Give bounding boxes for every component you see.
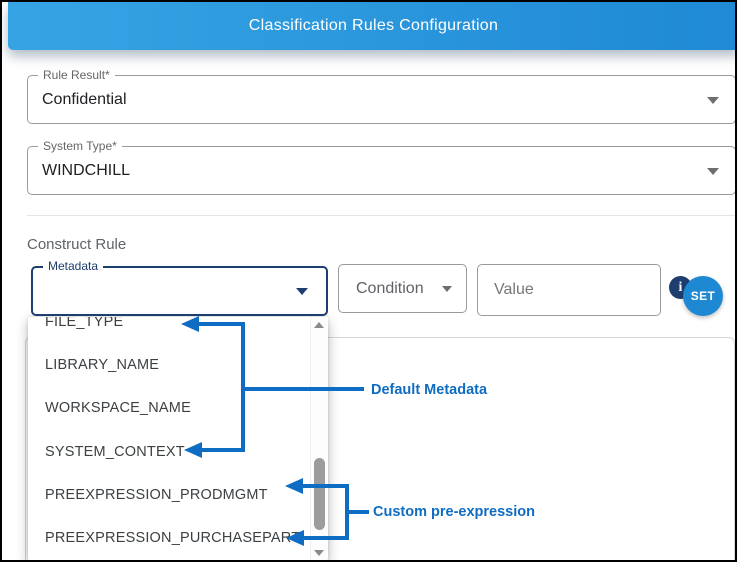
set-button-label: SET: [690, 289, 716, 303]
dropdown-option[interactable]: PREEXPRESSION_PRODMGMT: [45, 486, 268, 503]
dropdown-option[interactable]: PREEXPRESSION_PURCHASEPART: [45, 530, 301, 547]
default-metadata-annotation: Default Metadata: [371, 382, 488, 398]
dialog-title: Classification Rules Configuration: [248, 17, 499, 34]
system-type-label: System Type*: [38, 139, 122, 153]
custom-pre-expression-annotation: Custom pre-expression: [373, 504, 535, 520]
info-glyph: i: [678, 279, 683, 295]
metadata-label: Metadata: [43, 259, 104, 273]
chevron-down-icon[interactable]: [296, 288, 308, 295]
metadata-select[interactable]: Metadata: [31, 259, 328, 316]
dropdown-option[interactable]: SYSTEM_CONTEXT: [45, 443, 185, 460]
scroll-down-icon[interactable]: [314, 550, 324, 556]
system-type-value: WINDCHILL: [42, 161, 131, 179]
chevron-down-icon[interactable]: [707, 167, 719, 175]
scrollbar-thumb[interactable]: [314, 458, 325, 530]
scroll-up-icon[interactable]: [314, 322, 324, 328]
system-type-select[interactable]: System Type* WINDCHILL: [27, 139, 735, 195]
metadata-dropdown-panel: FILE_TYPE LIBRARY_NAME WORKSPACE_NAME SYSTE…: [28, 317, 328, 560]
dropdown-option[interactable]: FILE_TYPE: [45, 317, 124, 330]
metadata-options-list: FILE_TYPE LIBRARY_NAME WORKSPACE_NAME SYSTE…: [28, 317, 328, 560]
chevron-down-icon[interactable]: [442, 285, 452, 292]
section-divider: [27, 215, 735, 216]
dropdown-option[interactable]: WORKSPACE_NAME: [45, 400, 191, 417]
set-button[interactable]: SET: [683, 276, 723, 316]
value-input[interactable]: [478, 265, 660, 315]
construct-rule-title: Construct Rule: [27, 236, 127, 253]
rule-result-select[interactable]: Rule Result* Confidential: [27, 68, 735, 124]
value-field: [477, 264, 661, 316]
dialog-header: Classification Rules Configuration: [8, 2, 735, 50]
rule-result-value: Confidential: [42, 90, 127, 108]
dropdown-scrollbar[interactable]: [310, 317, 327, 560]
dropdown-option[interactable]: LIBRARY_NAME: [45, 356, 160, 373]
rule-result-label: Rule Result*: [38, 68, 115, 82]
condition-placeholder: Condition: [356, 279, 424, 297]
chevron-down-icon[interactable]: [707, 96, 719, 104]
condition-select[interactable]: Condition: [338, 264, 467, 313]
